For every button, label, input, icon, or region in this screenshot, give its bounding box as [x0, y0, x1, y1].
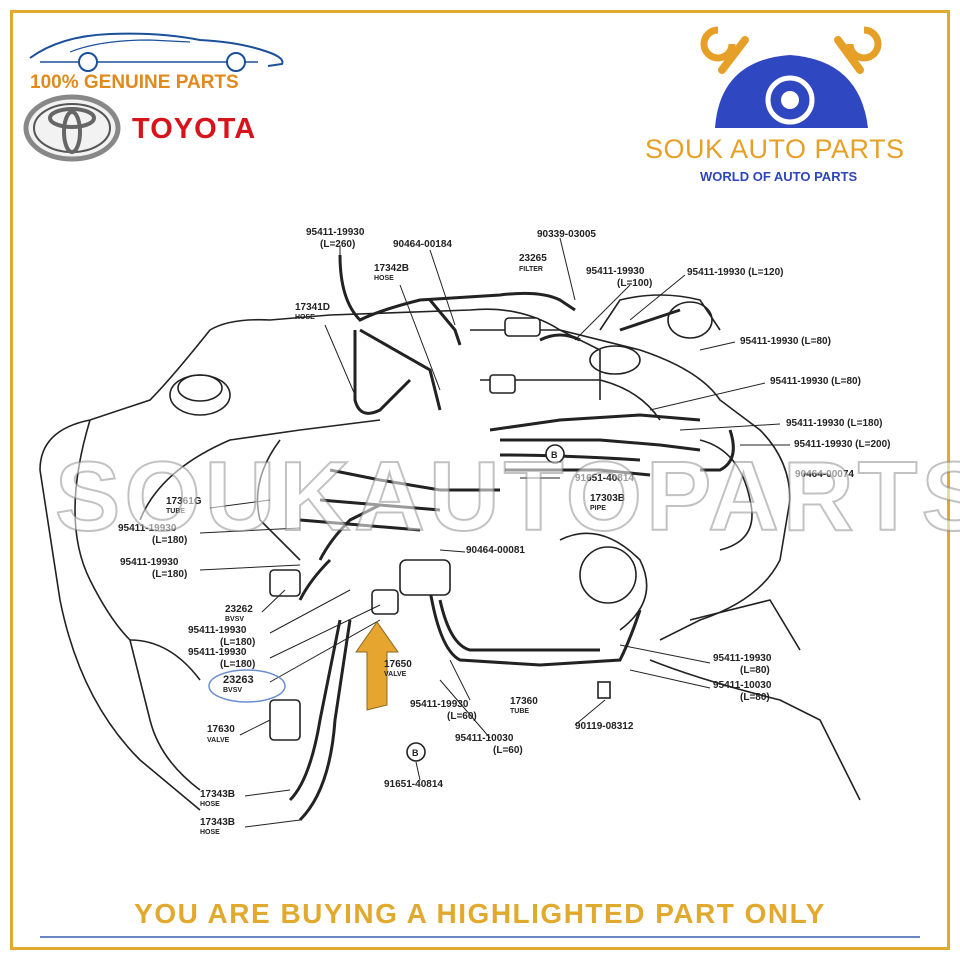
part-label: 17303B [590, 493, 626, 504]
part-length: (L=60) [447, 711, 477, 722]
b-marker-icon [406, 742, 426, 762]
part-label: 17650 [384, 659, 412, 670]
footer-notice: YOU ARE BUYING A HIGHLIGHTED PART ONLY [134, 898, 826, 929]
car-logo-icon [29, 32, 284, 72]
components [269, 317, 611, 762]
part-desc: BVSV [223, 687, 243, 694]
part-label: 23262 [225, 604, 253, 615]
part-label: 95411-19930 (L=80) [740, 336, 831, 347]
highlighted-part-label: 23263 [223, 674, 254, 686]
part-label: 95411-19930 [188, 647, 247, 658]
b-marker-label: B [412, 748, 419, 758]
part-length: (L=180) [220, 659, 256, 670]
part-label: 95411-19930 (L=180) [786, 418, 883, 429]
shop-name: SOUK AUTO PARTS [645, 134, 905, 164]
part-desc: HOSE [374, 275, 394, 282]
part-length: (L=180) [152, 535, 188, 546]
part-label: 17341D [295, 302, 331, 313]
toyota-wordmark: TOYOTA [132, 113, 257, 145]
part-desc: HOSE [295, 314, 315, 321]
leader-lines [199, 237, 790, 828]
part-desc: TUBE [166, 508, 186, 515]
part-label: 95411-19930 (L=80) [770, 376, 861, 387]
part-label: 95411-19930 [306, 227, 365, 238]
part-length: (L=100) [617, 278, 653, 289]
part-label: 95411-19930 (L=200) [794, 439, 891, 450]
part-desc: VALVE [207, 737, 230, 744]
part-length: (L=80) [740, 665, 770, 676]
toyota-emblem-icon [23, 94, 121, 162]
part-desc: HOSE [200, 829, 220, 836]
part-label: 95411-19930 [188, 625, 247, 636]
genuine-parts-text: 100% GENUINE PARTS [30, 72, 239, 93]
part-label: 95411-19930 [713, 653, 772, 664]
part-label: 17360 [510, 696, 538, 707]
highlight-ellipse [208, 669, 286, 703]
part-length: (L=180) [220, 637, 256, 648]
part-label: 91651-40814 [384, 779, 443, 790]
part-desc: PIPE [590, 505, 606, 512]
part-label: 95411-19930 [120, 557, 179, 568]
bvsv-23262 [269, 569, 301, 597]
part-desc: FILTER [519, 266, 543, 273]
part-desc: BVSV [225, 616, 245, 623]
part-label: 17361G [166, 496, 202, 507]
part-desc: HOSE [200, 801, 220, 808]
part-length: (L=180) [152, 569, 188, 580]
part-label: 90464-00074 [795, 469, 854, 480]
part-label: 23265 [519, 253, 547, 264]
part-length: (L=60) [493, 745, 523, 756]
part-length: (L=260) [320, 239, 356, 250]
valve-17630 [269, 699, 301, 741]
part-label: 95411-19930 [410, 699, 469, 710]
part-label: 95411-19930 (L=120) [687, 267, 784, 278]
bvsv-23263 [371, 589, 399, 615]
part-label: 95411-10030 [713, 680, 772, 691]
part-label: 90339-03005 [537, 229, 596, 240]
part-label: 91651-40814 [575, 473, 634, 484]
part-label: 90119-08312 [575, 721, 634, 732]
footer-divider [40, 936, 920, 938]
highlight-arrow-icon [355, 621, 399, 711]
part-label: 95411-19930 [586, 266, 645, 277]
part-desc: TUBE [510, 708, 530, 715]
part-label: 95411-10030 [455, 733, 514, 744]
vacuum-hoses [288, 254, 735, 822]
part-length: (L=80) [740, 692, 770, 703]
part-label: 17343B [200, 817, 236, 828]
part-label: 17630 [207, 724, 235, 735]
part-label: 95411-19930 [118, 523, 177, 534]
part-label: 90464-00184 [393, 239, 452, 250]
wrench-logo-icon [700, 26, 882, 128]
part-label: 90464-00081 [466, 545, 525, 556]
b-marker-label: B [551, 450, 558, 460]
part-desc: VALVE [384, 671, 407, 678]
shop-tagline: WORLD OF AUTO PARTS [700, 169, 858, 184]
filter-23265 [504, 317, 541, 337]
engine-outline [39, 294, 861, 811]
vsv-17650 [399, 559, 451, 596]
part-label: 17342B [374, 263, 410, 274]
part-label: 17343B [200, 789, 236, 800]
